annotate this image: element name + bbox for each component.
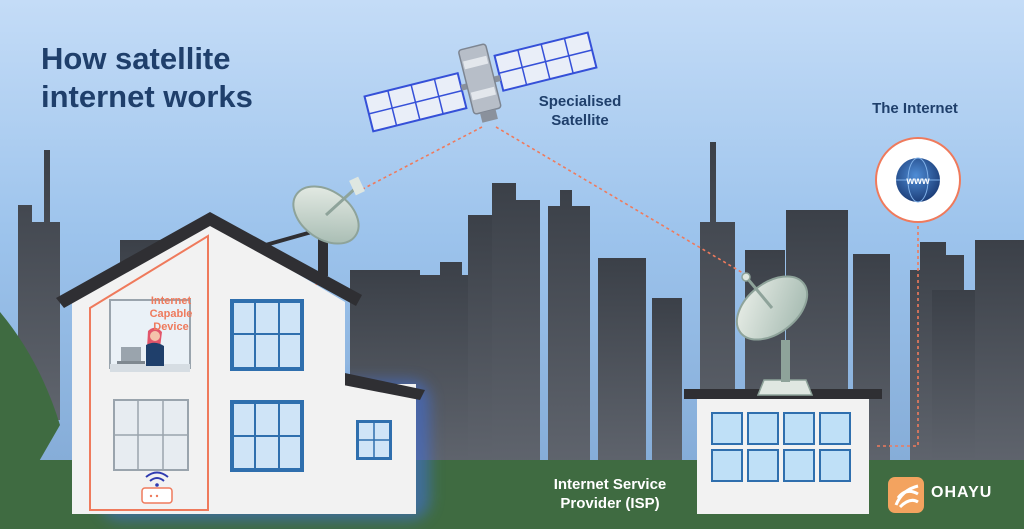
satellite-icon bbox=[363, 31, 598, 133]
device-label-line-1: Internet bbox=[150, 295, 192, 307]
device-label-line-3: Device bbox=[153, 321, 189, 333]
device-label-line-2: Capable bbox=[149, 308, 193, 320]
laptop-icon bbox=[117, 347, 145, 364]
satellite-dish-icon bbox=[261, 176, 365, 276]
isp-label-line-2: Provider (ISP) bbox=[560, 495, 660, 512]
satellite-label: Specialised Satellite bbox=[520, 92, 640, 130]
window-upper-right bbox=[230, 299, 304, 371]
wifi-router-icon bbox=[141, 471, 173, 504]
internet-label: The Internet bbox=[850, 99, 980, 118]
isp-label: Internet Service Provider (ISP) bbox=[530, 475, 690, 513]
house bbox=[56, 212, 362, 514]
title-line-2: internet works bbox=[41, 79, 253, 114]
internet-label-text: The Internet bbox=[872, 100, 958, 117]
window-lower-left bbox=[113, 399, 189, 471]
satellite-label-line-2: Satellite bbox=[551, 112, 609, 129]
page-title: How satellite internet works bbox=[41, 40, 341, 116]
isp-building bbox=[684, 272, 882, 514]
window-lower-right bbox=[230, 400, 304, 472]
globe-www-label: www bbox=[905, 176, 930, 187]
ohayu-logo-icon bbox=[888, 477, 924, 513]
city-skyline bbox=[18, 142, 1024, 470]
isp-label-line-1: Internet Service bbox=[553, 476, 667, 493]
isp-satellite-dish-icon bbox=[735, 272, 814, 396]
device-label: Internet Capable Device bbox=[140, 295, 202, 334]
satellite-label-line-1: Specialised bbox=[538, 93, 622, 110]
title-line-1: How satellite bbox=[41, 41, 231, 76]
globe-icon: www bbox=[875, 137, 961, 223]
person-icon bbox=[146, 327, 164, 366]
brand-name: OHAYU bbox=[931, 484, 993, 501]
